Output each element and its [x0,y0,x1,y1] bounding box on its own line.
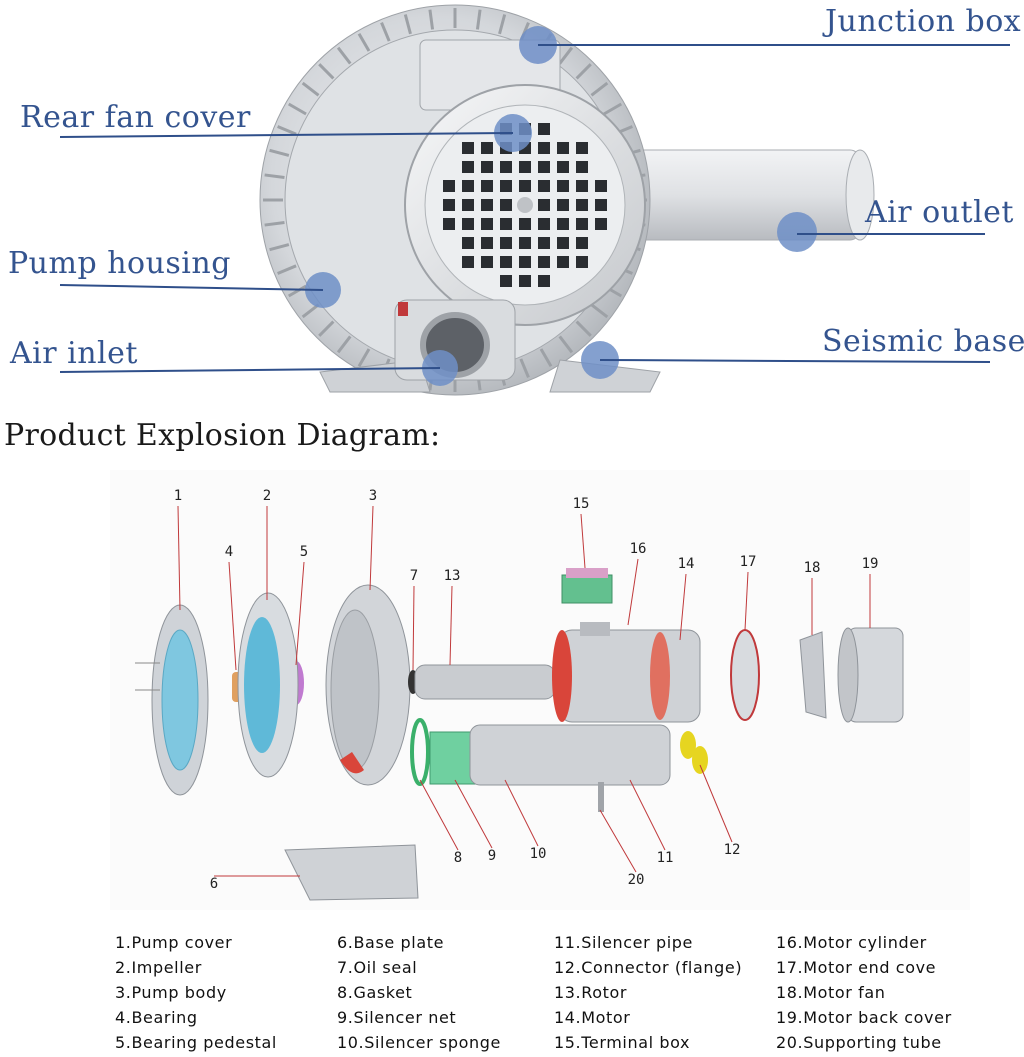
legend-column-4: 16.Motor cylinder 17.Motor end cove 18.M… [776,930,952,1055]
callout-line-pump-housing [59,284,324,291]
legend-item: 3.Pump body [115,983,227,1002]
part-base-plate [284,844,419,901]
legend-item: 19.Motor back cover [776,1008,952,1027]
part-number-14: 14 [678,556,695,572]
leader-line-10 [504,779,539,847]
part-motor-end-cover [730,629,760,721]
callout-junction-box: Junction box [825,4,1022,39]
part-silencer-assembly [410,718,671,812]
legend-item: 12.Connector (flange) [554,958,743,977]
part-number-8: 8 [454,850,462,866]
leader-line-15 [580,513,586,569]
leader-line-14 [679,573,687,641]
legend-item: 8.Gasket [337,983,413,1002]
part-number-13: 13 [444,568,461,584]
legend-item: 2.Impeller [115,958,202,977]
callout-line-air-inlet [59,367,441,373]
part-number-16: 16 [630,541,647,557]
leader-line-5 [295,561,305,666]
part-connector-flange [680,731,708,774]
legend-item: 15.Terminal box [554,1033,691,1052]
legend-item: 10.Silencer sponge [337,1033,502,1052]
part-number-2: 2 [263,488,271,504]
leader-line-13 [449,585,453,666]
part-rotor [414,664,556,700]
leader-line-3 [369,505,374,591]
part-terminal-box [561,568,613,604]
part-number-6: 6 [210,876,218,892]
callout-dot-air-outlet [777,212,817,252]
legend-column-2: 6.Base plate 7.Oil seal 8.Gasket 9.Silen… [337,930,501,1055]
blower-illustration [59,4,1010,396]
leader-line-12 [699,764,733,843]
part-number-11: 11 [657,850,674,866]
legend-item: 13.Rotor [554,983,628,1002]
leader-line-4 [228,561,237,671]
part-impeller [237,592,299,778]
part-number-1: 1 [174,488,182,504]
part-number-4: 4 [225,544,233,560]
leader-line-17 [744,571,749,631]
legend-item: 20.Supporting tube [776,1033,942,1052]
part-number-5: 5 [300,544,308,560]
legend-item: 5.Bearing pedestal [115,1033,277,1052]
part-pump-body [325,584,411,786]
explosion-diagram-heading: Product Explosion Diagram: [4,418,441,453]
part-number-18: 18 [804,560,821,576]
callout-air-inlet: Air inlet [10,336,138,371]
part-motor [552,622,701,723]
leader-line-20 [599,809,637,873]
callout-line-rear-fan-cover [59,132,514,138]
part-number-12: 12 [724,842,741,858]
legend-item: 1.Pump cover [115,933,233,952]
part-number-19: 19 [862,556,879,572]
part-number-17: 17 [740,554,757,570]
motor-with-rear-fan-cover [404,39,646,326]
part-number-15: 15 [573,496,590,512]
callout-seismic-base: Seismic base [822,324,1024,359]
leader-line-7 [412,585,415,671]
legend-item: 4.Bearing [115,1008,198,1027]
callout-rear-fan-cover: Rear fan cover [20,100,251,135]
legend-item: 7.Oil seal [337,958,418,977]
leader-line-11 [629,779,666,851]
leader-line-1 [177,505,181,611]
part-number-7: 7 [410,568,418,584]
part-number-10: 10 [530,846,547,862]
part-number-9: 9 [488,848,496,864]
leader-line-9 [454,779,493,849]
legend-item: 6.Base plate [337,933,445,952]
legend-item: 14.Motor [554,1008,631,1027]
leader-line-16 [627,558,639,626]
leader-line-8 [419,779,459,851]
part-motor-fan [799,631,827,719]
legend-item: 18.Motor fan [776,983,886,1002]
legend-item: 11.Silencer pipe [554,933,693,952]
legend-column-3: 11.Silencer pipe 12.Connector (flange) 1… [554,930,742,1055]
part-pump-cover [135,604,209,796]
legend-item: 9.Silencer net [337,1008,457,1027]
part-number-20: 20 [628,872,645,888]
part-number-3: 3 [369,488,377,504]
legend-item: 17.Motor end cove [776,958,937,977]
legend-item: 16.Motor cylinder [776,933,927,952]
air-outlet-pipe [619,149,875,241]
legend-column-1: 1.Pump cover 2.Impeller 3.Pump body 4.Be… [115,930,277,1055]
callout-pump-housing: Pump housing [8,246,231,281]
callout-line-seismic-base [599,359,991,363]
part-motor-back-cover [837,627,904,723]
callout-air-outlet: Air outlet [865,195,1014,230]
